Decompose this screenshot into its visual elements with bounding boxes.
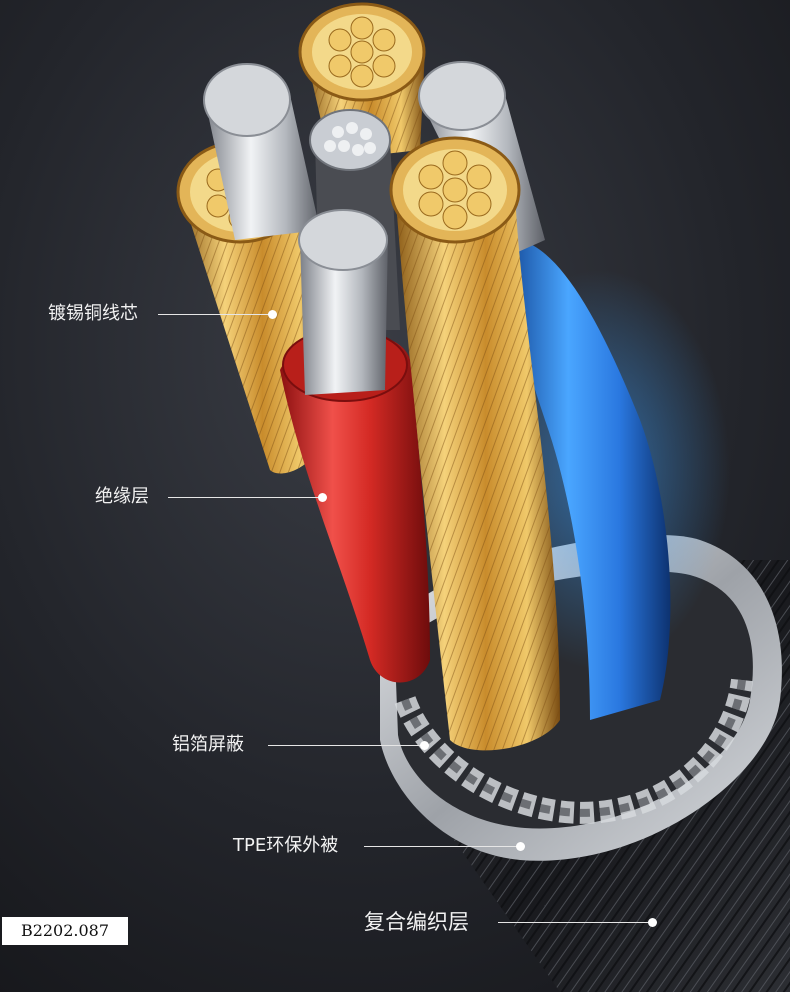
callout-tinned-copper-core: 镀锡铜线芯 [48, 303, 138, 324]
leader-insulation-layer [168, 497, 320, 498]
leader-tpe-jacket [364, 846, 518, 847]
dot-insulation-layer [318, 493, 327, 502]
right-copper-bundle [389, 136, 560, 751]
top-left-silver-rod [203, 63, 320, 240]
callout-aluminum-foil-shield: 铝箔屏蔽 [172, 734, 244, 755]
dot-tinned-copper-core [268, 310, 277, 319]
callout-insulation-layer: 绝缘层 [95, 486, 149, 507]
leader-aluminum-foil-shield [268, 745, 422, 746]
callout-tpe-jacket: TPE环保外被 [233, 835, 339, 856]
dot-tpe-jacket [516, 842, 525, 851]
leader-tinned-copper-core [158, 314, 270, 315]
product-code-label: B2202.087 [2, 917, 128, 945]
dot-aluminum-foil-shield [420, 741, 429, 750]
callout-composite-braid: 复合编织层 [364, 910, 469, 934]
red-insulated-wire [280, 209, 430, 683]
dot-composite-braid [648, 918, 657, 927]
leader-composite-braid [498, 922, 650, 923]
